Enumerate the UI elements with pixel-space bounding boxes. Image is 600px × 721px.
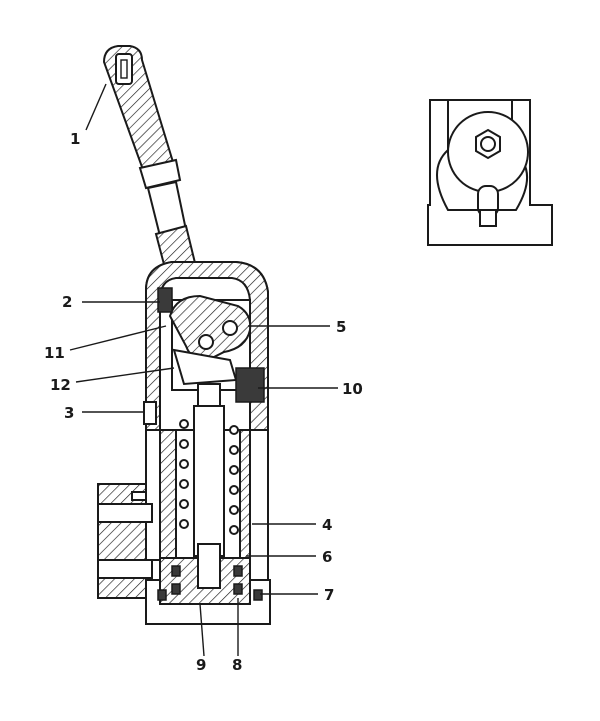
callout-8: 8	[232, 656, 242, 674]
spring-and-stem	[157, 383, 263, 601]
callout-4: 4	[322, 516, 332, 534]
spring-coils-left	[179, 419, 189, 529]
callout-3: 3	[64, 404, 74, 422]
callout-12: 12	[50, 376, 71, 394]
callout-7: 7	[324, 586, 334, 604]
callout-1: 1	[70, 130, 80, 148]
cam-mechanism	[143, 287, 265, 425]
callout-6: 6	[322, 548, 332, 566]
leader-lines	[69, 83, 338, 657]
callout-2: 2	[62, 293, 72, 311]
callout-5: 5	[336, 318, 346, 336]
callout-9: 9	[196, 656, 206, 674]
spring-coils-right	[229, 425, 239, 535]
callout-labels: 1 2 11 12 3 5 10 4 6 7 9 8	[44, 130, 363, 674]
inset-detail-view	[427, 99, 553, 246]
callout-11: 11	[44, 344, 65, 362]
callout-10: 10	[342, 380, 363, 398]
